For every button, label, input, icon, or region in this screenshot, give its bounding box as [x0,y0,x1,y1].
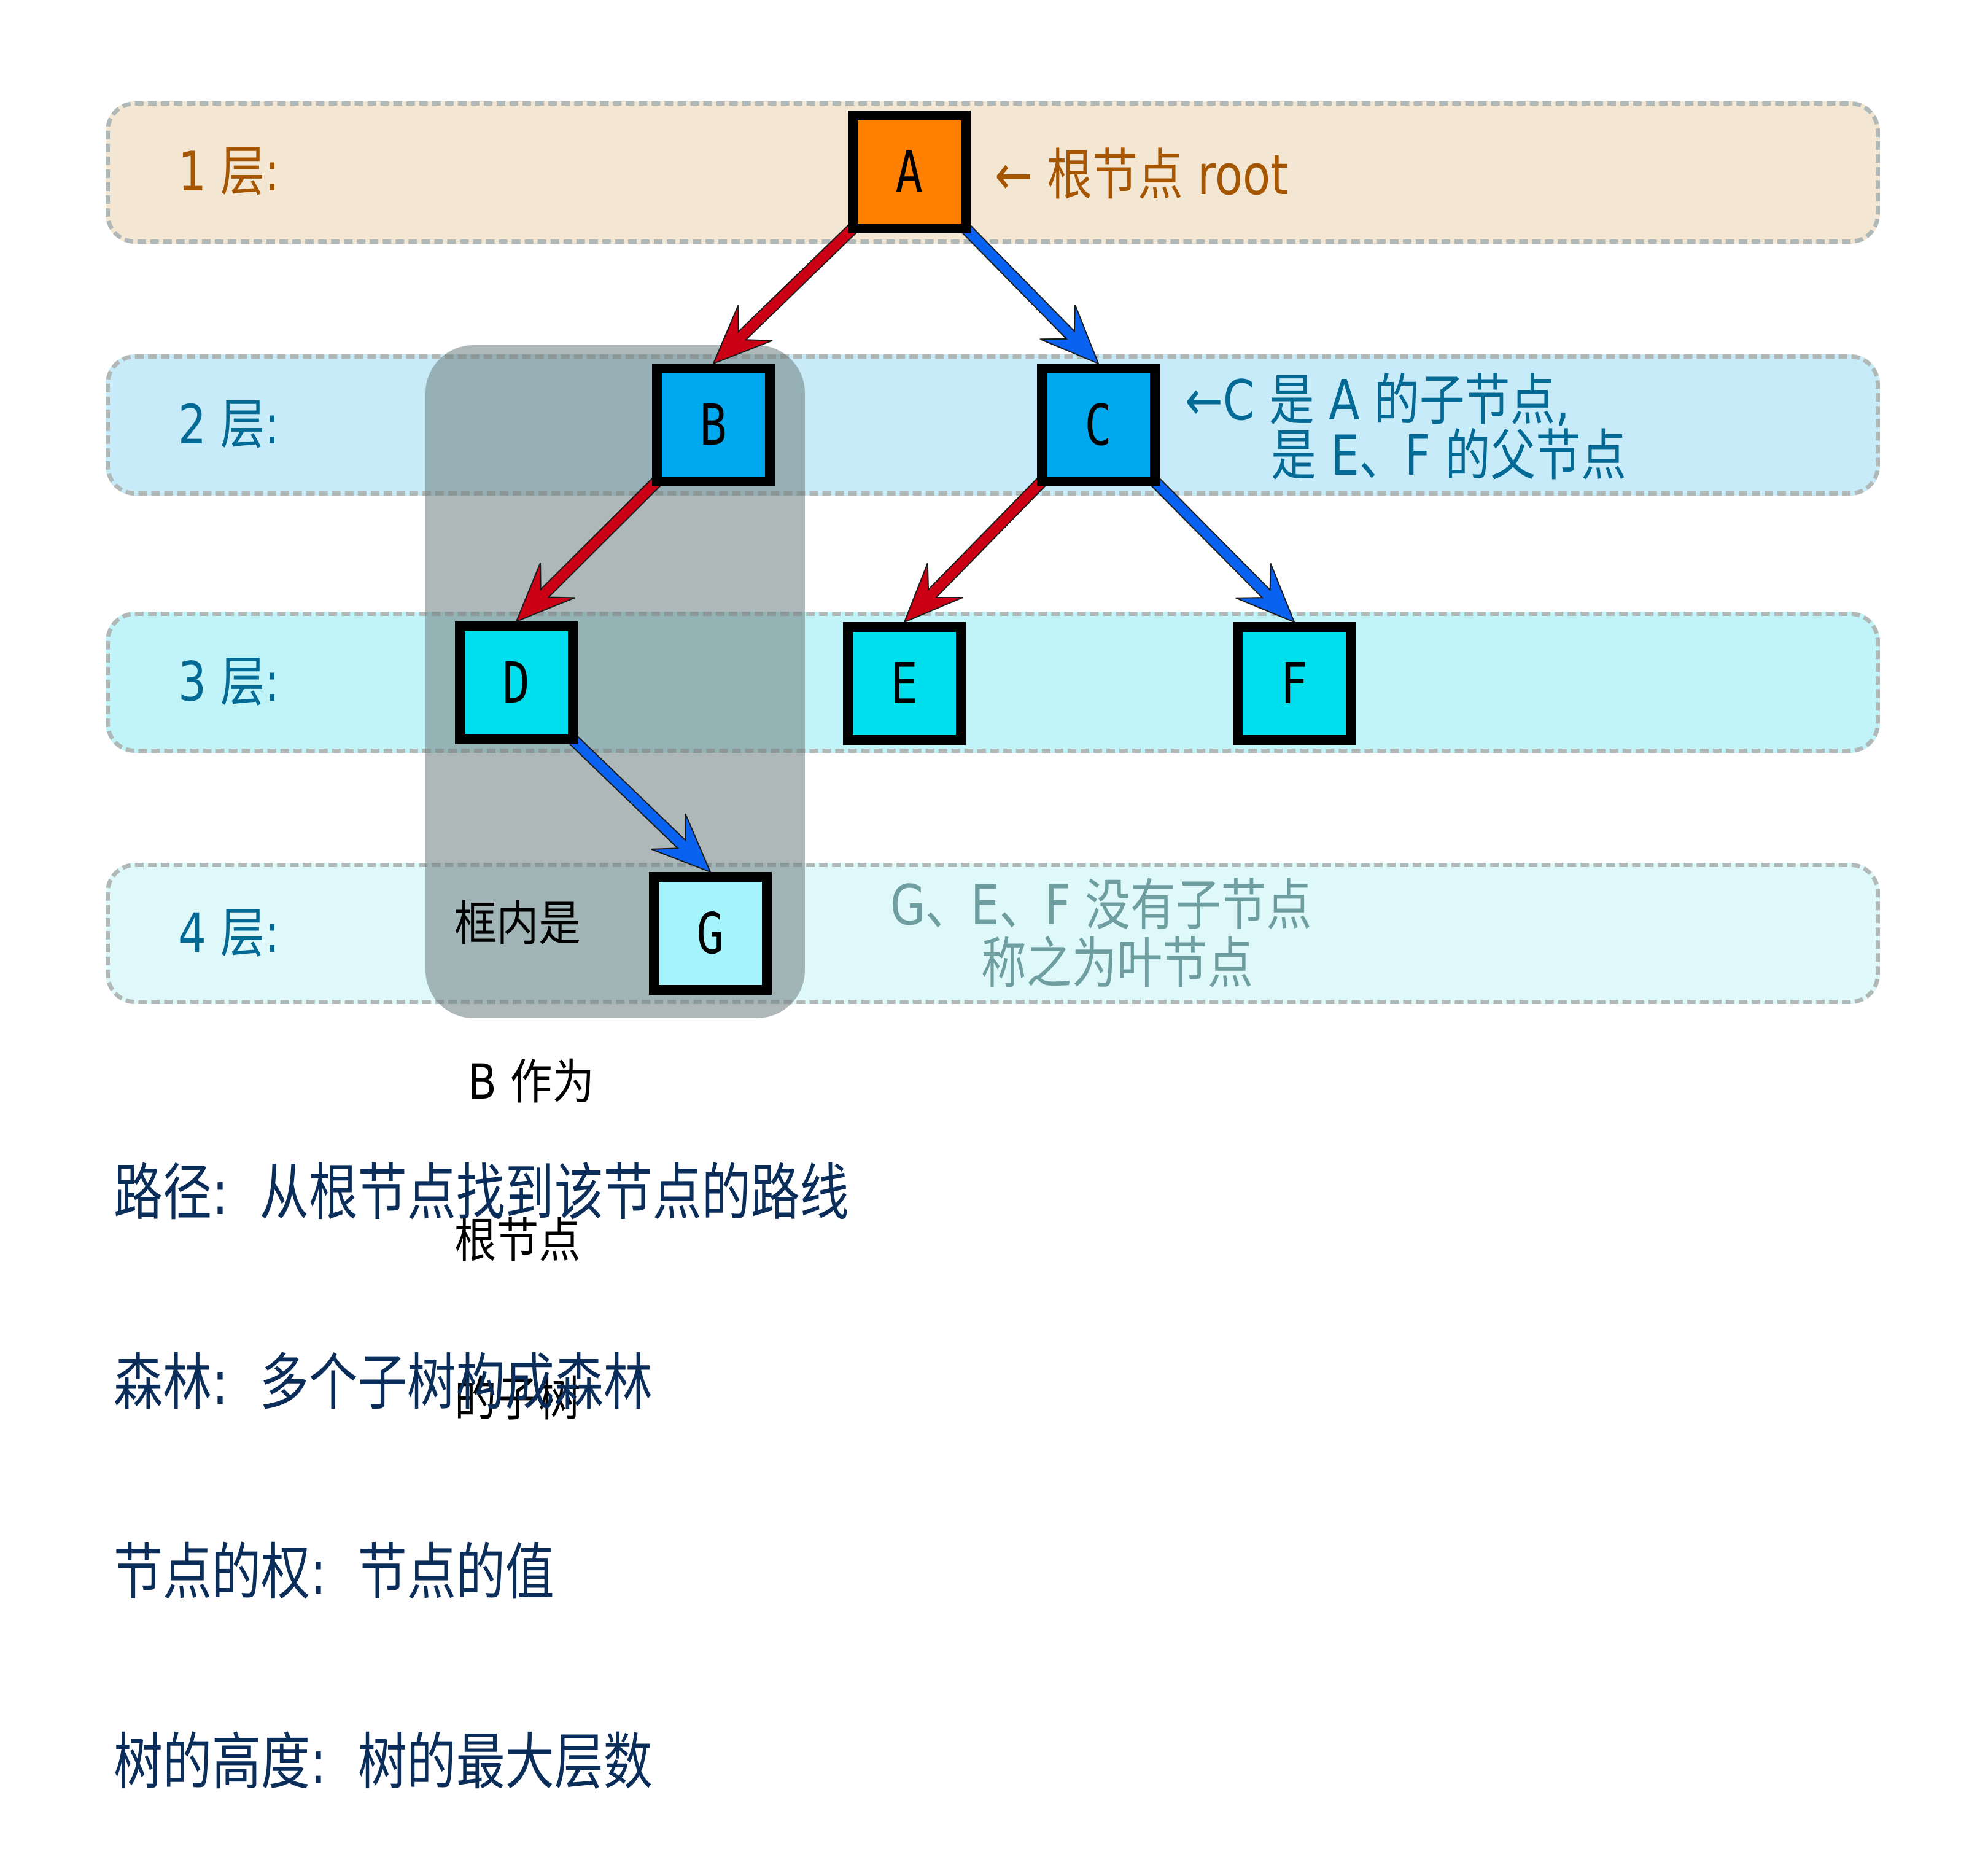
subtree-annotation-line1: 框内是 [454,897,581,952]
layer-label-4: 4 层: [178,901,280,965]
node-label: A [895,139,923,205]
node-label: E [890,650,918,717]
leaf-annotation-line2: 称之为叶节点 [981,932,1253,996]
edges-layer [515,224,1295,873]
edge-arrow-c-e [903,477,1047,623]
tree-node-b[interactable]: B [652,364,775,486]
node-label: B [699,392,728,458]
layer-band-4 [106,863,1880,1004]
edge-arrow-a-c [961,224,1100,365]
layer-label-3: 3 层: [178,650,280,714]
leaf-annotation-line1: G、E、F 没有子节点 [890,873,1312,938]
child-parent-annotation-line1: ←C 是 A 的子节点, [1185,368,1570,433]
node-label: D [502,650,530,716]
subtree-annotation-line2: B 作为 [454,1055,595,1110]
tree-node-e[interactable]: E [843,622,966,745]
subtree-annotation-line3: 根节点 [454,1213,581,1269]
node-label: G [696,900,724,967]
root-annotation: ← 根节点 root [995,143,1289,208]
edge-arrow-b-d [515,477,662,623]
edge-arrow-c-f [1150,477,1295,623]
tree-node-f[interactable]: F [1233,622,1356,745]
tree-node-a[interactable]: A [848,111,971,233]
child-parent-annotation-line2: 是 E、F 的父节点 [1271,424,1626,488]
tree-node-c[interactable]: C [1037,364,1160,486]
edge-arrow-d-g [568,734,712,873]
layer-band-2 [106,354,1880,496]
layer-band-3 [106,612,1880,753]
definition-forest: 森林: 多个子树构成森林 [114,1347,653,1419]
definition-node-weight: 节点的权: 节点的值 [114,1536,554,1608]
tree-node-d[interactable]: D [455,621,578,744]
node-label: C [1084,392,1112,458]
node-label: F [1280,650,1308,717]
layer-band-1 [106,101,1880,244]
layer-label-2: 2 层: [178,393,280,456]
definitions-list: 路径: 从根节点找到该节点的路线 森林: 多个子树构成森林 节点的权: 节点的值… [114,1035,849,1857]
tree-node-g[interactable]: G [649,872,772,995]
layer-label-1: 1 层: [178,140,280,203]
edge-arrow-a-b [712,224,858,365]
definition-path: 路径: 从根节点找到该节点的路线 [114,1157,849,1229]
definition-tree-height: 树的高度: 树的最大层数 [114,1726,653,1798]
